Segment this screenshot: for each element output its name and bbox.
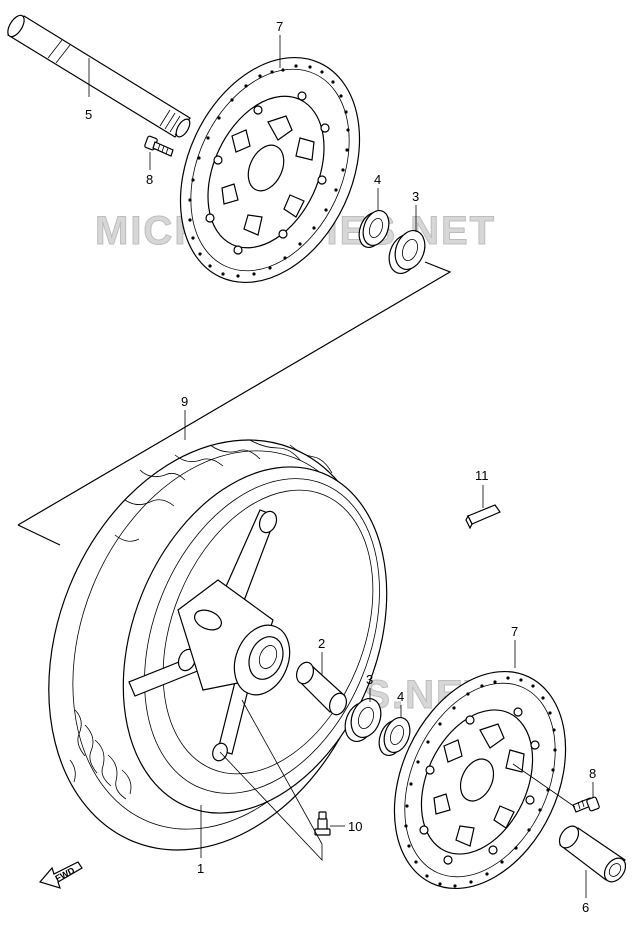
fwd-arrow-icon: FWD — [38, 861, 83, 889]
valve-part-10 — [314, 811, 331, 836]
callout-1: 1 — [197, 861, 204, 876]
oil-seal-part-4-bottom — [378, 716, 411, 757]
callout-8-bottom: 8 — [589, 766, 596, 781]
bolt-part-8-top — [144, 135, 174, 157]
disc-perforations-top — [188, 64, 350, 278]
spacer-part-2 — [295, 661, 348, 716]
callout-4-top: 4 — [374, 172, 381, 187]
wheel-part-1 — [122, 466, 388, 814]
valve-leader-upper — [241, 699, 323, 845]
callout-11: 11 — [475, 468, 489, 483]
disc-windows-bottom — [433, 723, 525, 847]
disc-bolt-holes-top — [205, 91, 330, 255]
bearing-part-3-bottom — [344, 698, 382, 742]
brake-disc-part-7-bottom — [393, 670, 567, 890]
callout-3-bottom: 3 — [366, 672, 373, 687]
valve-leader-bracket — [219, 751, 323, 862]
callout-3-top: 3 — [412, 189, 419, 204]
callout-8-top: 8 — [146, 172, 153, 187]
separator-tail — [17, 524, 61, 546]
callout-6: 6 — [582, 900, 589, 915]
callout-7-top: 7 — [276, 19, 283, 34]
leader-bolt-to-disc — [512, 763, 576, 808]
callout-7-bottom: 7 — [511, 624, 518, 639]
callout-4-bottom: 4 — [397, 689, 404, 704]
bearing-part-3-top — [388, 230, 426, 274]
bolt-part-8-bottom — [572, 796, 600, 813]
disc-bolt-holes-bottom — [419, 707, 540, 865]
callout-2: 2 — [318, 636, 325, 651]
collar-part-6 — [558, 825, 627, 883]
disc-windows-top — [221, 115, 315, 236]
tire-tread-pattern — [69, 439, 333, 800]
oil-seal-part-4-top — [358, 209, 390, 249]
axle-part-5 — [7, 14, 191, 138]
group-separator-line — [17, 261, 452, 526]
disc-perforations-bottom — [404, 676, 557, 888]
callout-10: 10 — [348, 819, 362, 834]
balancer-part-11 — [465, 504, 501, 530]
brake-disc-part-7-top — [179, 56, 361, 284]
callout-5: 5 — [85, 107, 92, 122]
callout-9: 9 — [181, 394, 188, 409]
